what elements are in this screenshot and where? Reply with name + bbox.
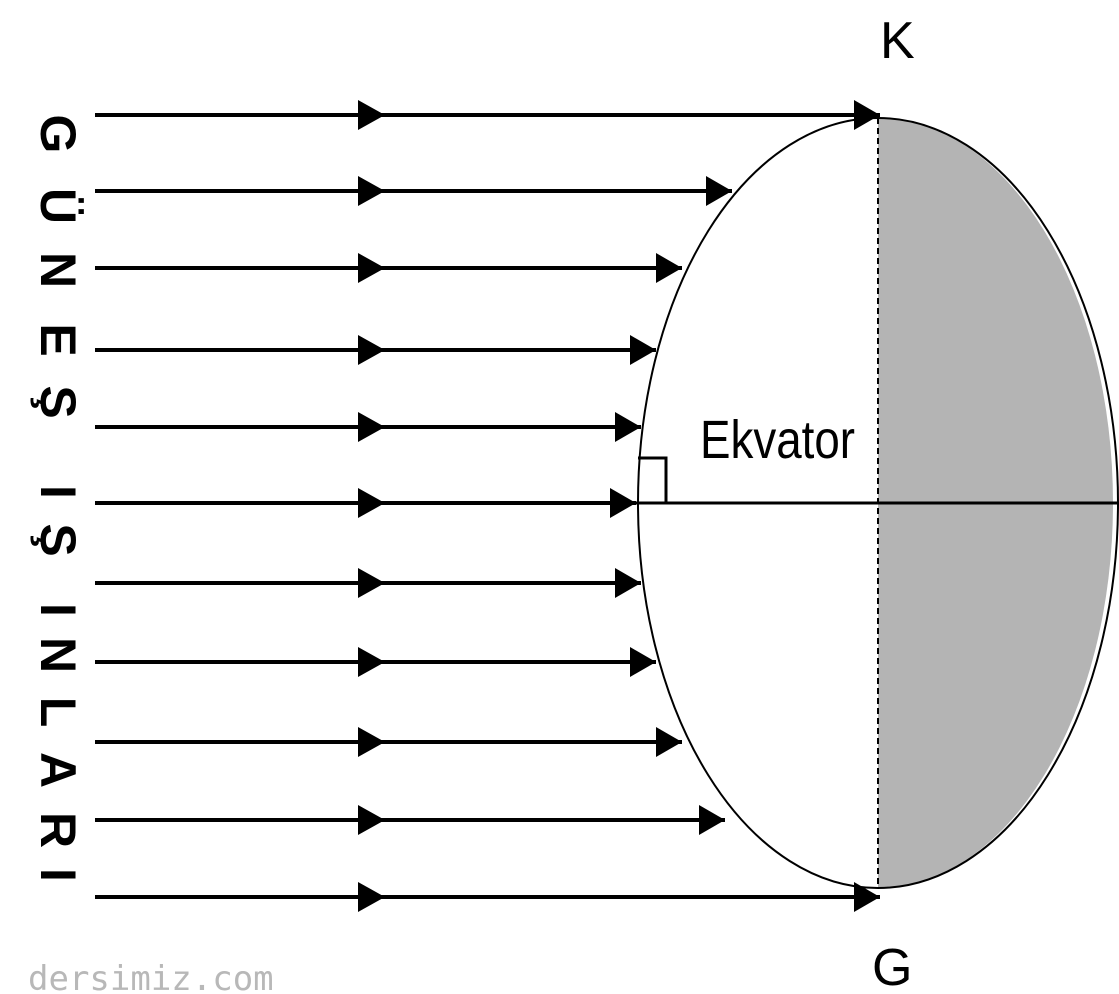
sun-rays: [95, 100, 880, 912]
side-label-letter: A: [30, 752, 86, 788]
ray-arrowhead: [656, 253, 682, 283]
ray-arrowhead: [358, 335, 385, 365]
side-label-letter: Ü: [30, 188, 86, 224]
watermark: dersimiz.com: [28, 959, 274, 994]
side-label-letter: I: [30, 603, 86, 617]
side-label-letter: L: [30, 697, 86, 728]
side-label-letter: R: [30, 812, 86, 848]
ray-arrowhead: [358, 100, 385, 130]
ray-arrowhead: [656, 727, 682, 757]
side-label-letter: G: [30, 115, 86, 154]
side-label-letter: I: [30, 485, 86, 499]
sun-ray: [95, 253, 682, 283]
sun-ray: [95, 805, 725, 835]
side-label-letter: N: [30, 252, 86, 288]
ray-arrowhead: [615, 412, 641, 442]
ray-arrowhead: [854, 882, 880, 912]
south-pole-label: G: [872, 939, 912, 994]
sun-ray: [95, 176, 732, 206]
sun-ray: [95, 727, 682, 757]
ray-arrowhead: [358, 488, 385, 518]
sun-ray: [95, 568, 641, 598]
ray-arrowhead: [358, 412, 385, 442]
sun-ray: [95, 412, 641, 442]
side-label-letter: I: [30, 868, 86, 882]
ray-arrowhead: [358, 253, 385, 283]
equator-label: Ekvator: [700, 410, 855, 470]
ray-arrowhead: [358, 727, 385, 757]
ray-arrowhead: [630, 647, 656, 677]
ray-arrowhead: [358, 647, 385, 677]
ray-arrowhead: [615, 568, 641, 598]
ray-arrowhead: [358, 568, 385, 598]
ray-arrowhead: [358, 805, 385, 835]
ray-arrowhead: [706, 176, 732, 206]
sun-ray: [95, 488, 636, 518]
side-label-letter: E: [30, 323, 86, 356]
north-pole-label: K: [880, 12, 915, 70]
ray-arrowhead: [854, 100, 880, 130]
ray-arrowhead: [699, 805, 725, 835]
sun-ray: [95, 647, 656, 677]
side-label-letter: Ş: [30, 523, 86, 556]
sun-ray: [95, 335, 656, 365]
sun-ray: [95, 100, 880, 130]
right-angle-mark: [638, 456, 668, 503]
sun-ray: [95, 882, 880, 912]
ray-arrowhead: [610, 488, 636, 518]
ray-arrowhead: [630, 335, 656, 365]
side-label-letter: Ş: [30, 385, 86, 418]
ray-arrowhead: [358, 882, 385, 912]
ray-arrowhead: [358, 176, 385, 206]
side-label-letter: N: [30, 637, 86, 673]
